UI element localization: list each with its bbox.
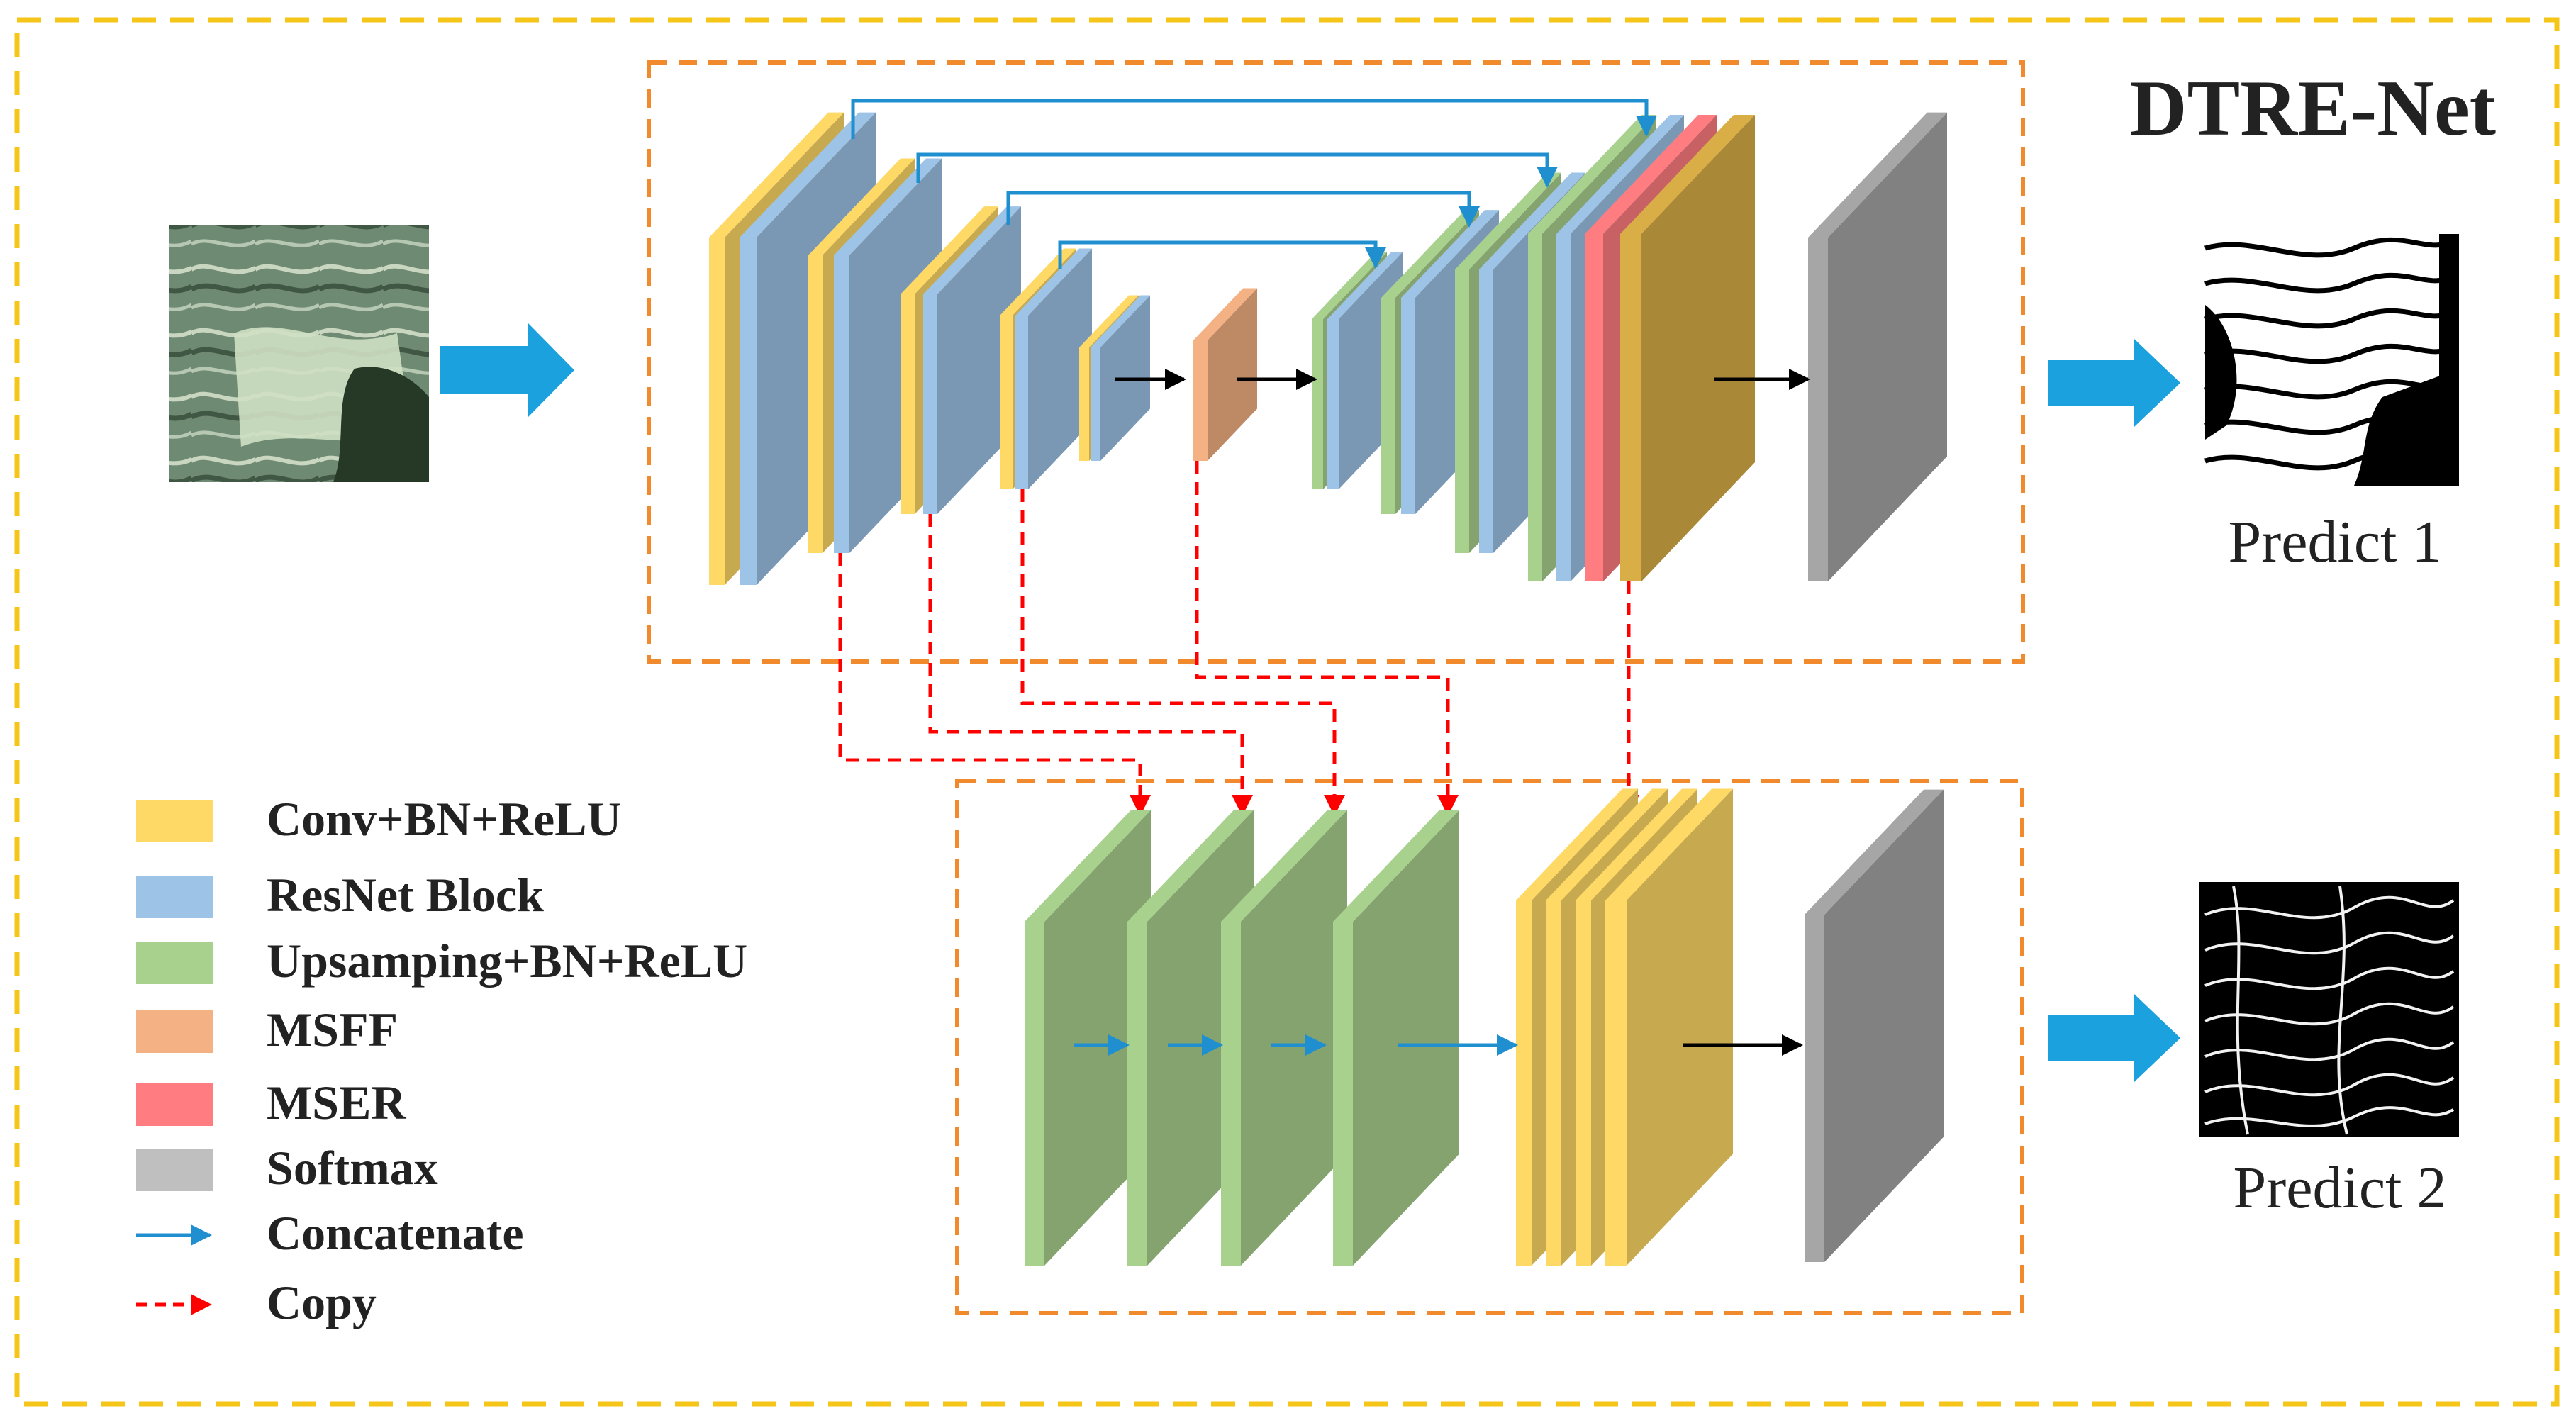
predict-2-image (2199, 882, 2459, 1137)
legend-label: ResNet Block (267, 868, 544, 922)
predict-2-label: Predict 2 (2234, 1155, 2447, 1221)
legend-swatch (136, 800, 213, 842)
predict-2-arrow (2048, 994, 2180, 1082)
softmax-block (1808, 112, 1947, 582)
legend-item: Softmax (136, 1141, 438, 1195)
legend-label: MSER (267, 1076, 406, 1129)
skip-connection-3 (1006, 191, 1480, 228)
softmax-block (1805, 789, 1944, 1262)
upper-branch-frame (647, 60, 2025, 664)
legend-label: Concatenate (267, 1206, 524, 1260)
conv-block (1605, 788, 1733, 1266)
legend-swatch (136, 942, 213, 984)
legend-item: Copy (136, 1276, 377, 1329)
copy-connection-2 (928, 514, 1253, 816)
legend-label: MSFF (267, 1003, 398, 1056)
legend-label: Upsamping+BN+ReLU (267, 934, 747, 988)
encoder-decoder-layers (709, 112, 1947, 586)
predict-1-image (2199, 234, 2459, 486)
legend-swatch (136, 1010, 213, 1053)
legend-label: Softmax (267, 1141, 438, 1195)
skip-connection-2 (916, 152, 1558, 188)
conv-block (1620, 115, 1755, 581)
copy-connection-4 (1195, 461, 1459, 816)
input-arrow (440, 323, 574, 417)
input-image (169, 225, 429, 482)
legend-label: Conv+BN+ReLU (267, 792, 622, 846)
legend-label: Copy (267, 1276, 377, 1329)
upsample-block (1221, 810, 1347, 1266)
legend: Conv+BN+ReLU ResNet BlockUpsamping+BN+ReL… (136, 792, 747, 1329)
legend-swatch (136, 876, 213, 918)
diagram-title: DTRE-Net (2130, 65, 2496, 152)
legend-item: Upsamping+BN+ReLU (136, 934, 747, 988)
legend-item: MSER (136, 1076, 406, 1129)
legend-swatch (136, 1083, 213, 1126)
resnet-block (1015, 248, 1092, 489)
upsample-block (1025, 810, 1151, 1266)
lower-branch-frame (955, 779, 2024, 1315)
outer-frame (14, 17, 2560, 1407)
upsample-block (1333, 810, 1459, 1266)
copy-connection-1 (838, 553, 1151, 816)
legend-item: Concatenate (136, 1206, 524, 1260)
legend-item: ResNet Block (136, 868, 544, 922)
legend-item: MSFF (136, 1003, 398, 1056)
predict-1-arrow (2048, 339, 2180, 427)
skip-connection-4 (1058, 240, 1386, 269)
legend-item: Conv+BN+ReLU (136, 792, 622, 846)
copy-connections (838, 461, 1639, 816)
skip-connection-1 (851, 99, 1657, 139)
msff-block (1193, 288, 1257, 461)
copy-connection-3 (1020, 489, 1345, 816)
legend-swatch (136, 1149, 213, 1191)
refinement-layers (1025, 788, 1944, 1266)
predict-1-label: Predict 1 (2229, 509, 2442, 575)
skip-connections (851, 99, 1657, 269)
